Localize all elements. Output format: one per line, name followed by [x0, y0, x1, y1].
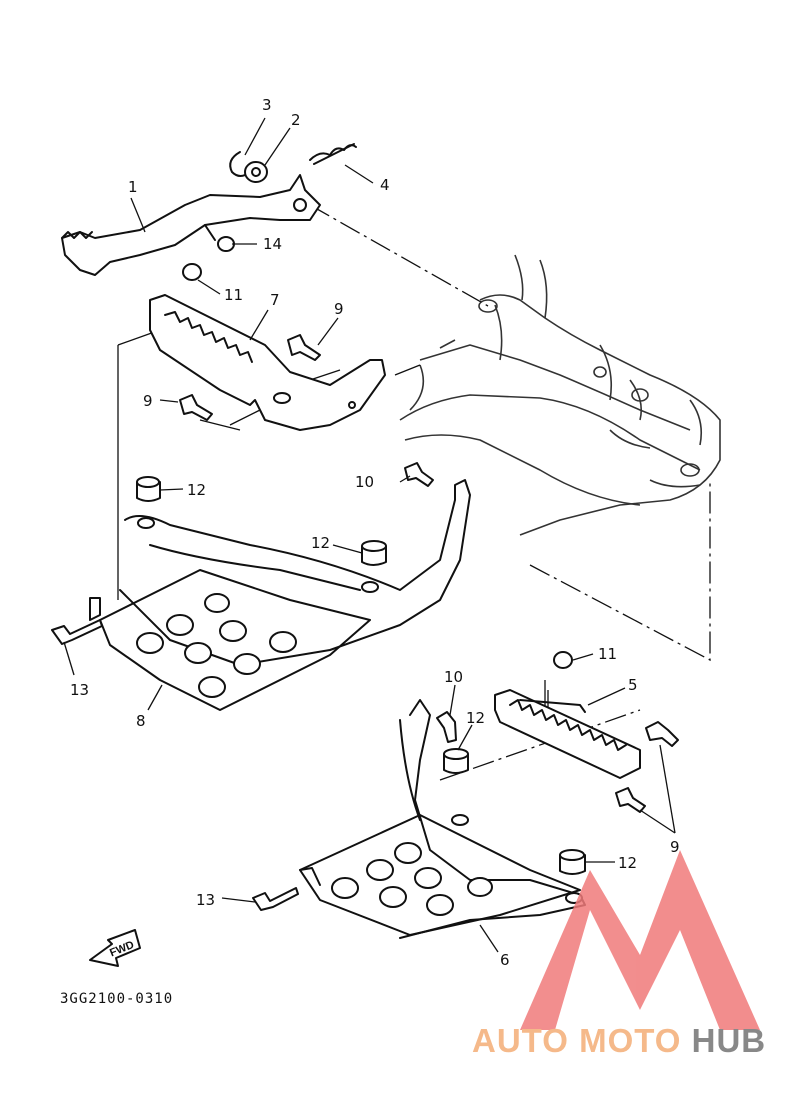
label-part-9-left: 9: [143, 392, 153, 410]
forward-direction-arrow: FWD: [89, 929, 141, 967]
watermark-logo: [520, 850, 760, 1030]
label-part-10-upper: 10: [355, 473, 374, 491]
watermark-text-auto: AUTO: [472, 1022, 569, 1059]
return-spring: [309, 143, 357, 165]
reference-lines: [117, 204, 711, 781]
vehicle-frame-outline: [399, 254, 721, 536]
right-footboard: [299, 699, 586, 939]
label-part-12-lower-right: 12: [618, 854, 637, 872]
label-part-4: 4: [380, 176, 390, 194]
label-part-13-left: 13: [70, 681, 89, 699]
label-part-3: 3: [262, 96, 272, 114]
watermark-text-moto: MOTO: [579, 1022, 681, 1059]
bolt-13-left: [51, 619, 103, 645]
bolt-right-lower: [615, 787, 646, 813]
callout-labels: 1 2 3 4 14 11 7 9 9 12 10 12 13 8 11 5 1…: [70, 96, 680, 969]
label-part-12-upper-mid: 12: [311, 534, 330, 552]
label-part-6: 6: [500, 951, 510, 969]
bolt-10-lower: [436, 711, 457, 743]
brake-pedal: [61, 174, 321, 276]
damper-upper-mid: [361, 540, 387, 566]
label-part-9-right: 9: [670, 838, 680, 856]
label-part-11-upper: 11: [224, 286, 243, 304]
watermark-text-hub: HUB: [692, 1022, 767, 1059]
label-part-1: 1: [128, 178, 138, 196]
damper-upper-left: [136, 476, 161, 502]
watermark-text: AUTO MOTO HUB: [472, 1022, 766, 1059]
label-part-12-lower-mid: 12: [466, 709, 485, 727]
right-footrest: [494, 689, 641, 779]
label-part-9-upper: 9: [334, 300, 344, 318]
label-part-5: 5: [628, 676, 638, 694]
circlip: [229, 151, 251, 177]
nut-lower: [553, 651, 573, 669]
label-part-14: 14: [263, 235, 282, 253]
washer: [244, 161, 268, 183]
damper-lower-mid: [443, 748, 469, 774]
bolt-13-lower: [252, 887, 299, 911]
damper-lower-right: [559, 849, 586, 875]
pin: [217, 236, 235, 252]
leader-lines: [63, 117, 676, 953]
bolt-left: [179, 394, 213, 421]
label-part-7: 7: [270, 291, 280, 309]
label-part-11-lower: 11: [598, 645, 617, 663]
bolt-right-upper: [645, 721, 679, 747]
bolt-10-upper: [404, 462, 434, 487]
nut-upper: [182, 263, 202, 281]
label-part-13-lower: 13: [196, 891, 215, 909]
left-footrest-bracket: [149, 294, 386, 431]
label-part-12-upper-left: 12: [187, 481, 206, 499]
diagram-code: 3GG2100-0310: [60, 991, 173, 1007]
left-footboard: [89, 479, 471, 711]
watermark-triangle: [520, 850, 760, 1030]
label-part-10-lower: 10: [444, 668, 463, 686]
bolt-upper: [287, 334, 321, 361]
label-part-2: 2: [291, 111, 301, 129]
label-part-8: 8: [136, 712, 146, 730]
